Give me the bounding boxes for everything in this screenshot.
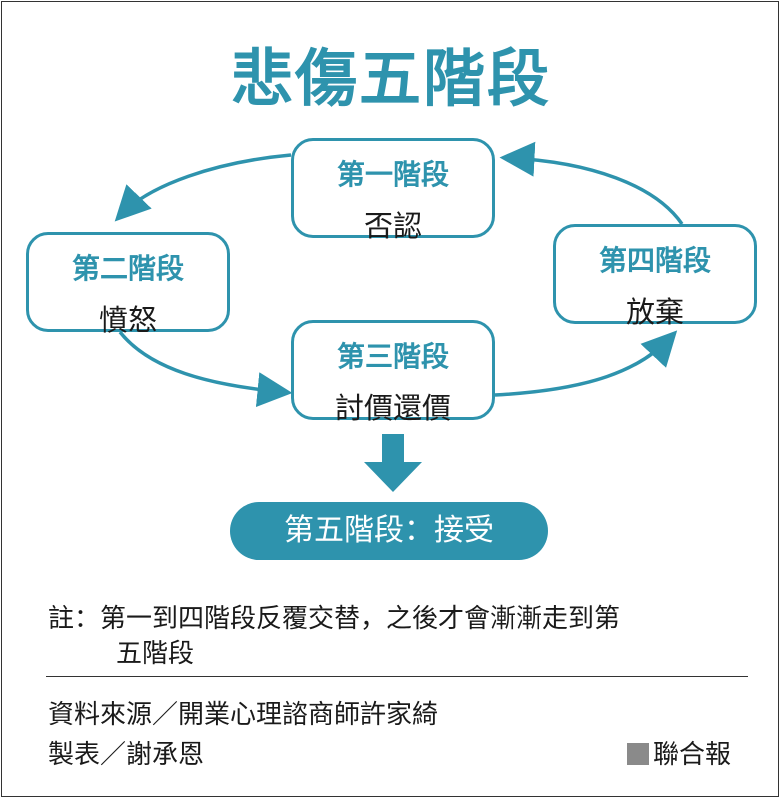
publisher-name: 聯合報 [653, 740, 732, 770]
source-credit: 資料來源／開業心理諮商師許家綺 [48, 700, 439, 730]
arrow-stage4-to-stage1 [499, 141, 684, 225]
stage-3-name: 第三階段 [336, 340, 449, 373]
stage-2-box: 第二階段 憤怒 [26, 232, 230, 337]
stage-3-desc: 討價還價 [334, 391, 451, 425]
stage-1-box: 第一階段 否認 [291, 138, 495, 243]
final-stage-pill: 第五階段：接受 [230, 502, 548, 560]
publisher-credit: 聯合報 [627, 734, 731, 771]
note-line-1: 註：第一到四階段反覆交替，之後才會漸漸走到第 [48, 604, 621, 634]
stage-1-desc: 否認 [363, 209, 422, 243]
note-line-2: 五階段 [116, 639, 195, 669]
stage-2-name: 第二階段 [71, 252, 184, 285]
stage-3-box: 第三階段 討價還價 [291, 320, 495, 425]
arrow-stage1-to-stage2 [114, 153, 292, 222]
publisher-square-icon [627, 743, 649, 765]
stage-4-desc: 放棄 [625, 295, 684, 329]
stage-2-desc: 憤怒 [98, 303, 157, 337]
divider [46, 676, 748, 677]
stage-4-name: 第四階段 [598, 244, 711, 277]
stage-4-box: 第四階段 放棄 [553, 224, 757, 329]
down-arrow-to-final [364, 434, 422, 492]
stage-1-name: 第一階段 [336, 158, 449, 191]
maker-credit: 製表／謝承恩 [48, 740, 205, 770]
arrow-stage3-to-stage4 [494, 330, 678, 397]
arrow-stage2-to-stage3 [118, 330, 293, 408]
diagram-title: 悲傷五階段 [230, 42, 551, 115]
